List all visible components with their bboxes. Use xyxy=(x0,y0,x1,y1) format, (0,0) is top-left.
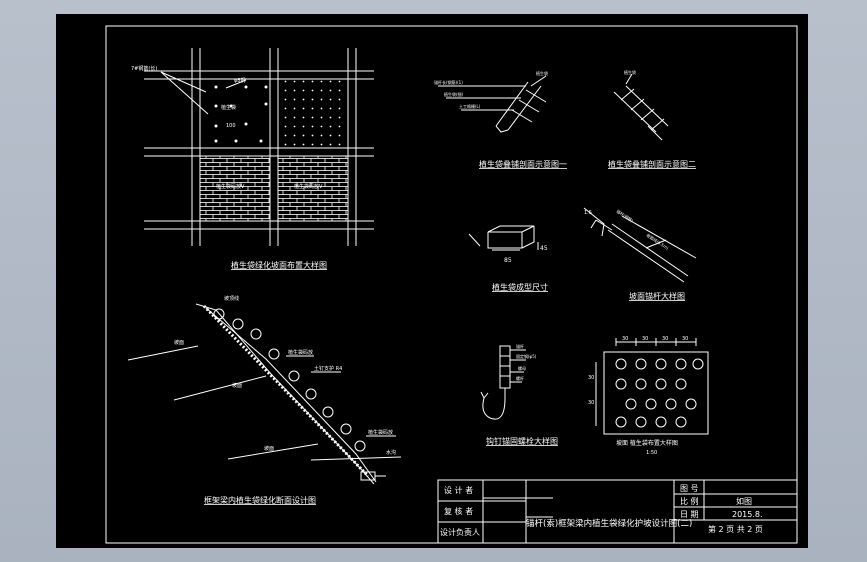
section-label-slope-2: 坡面 xyxy=(232,382,242,389)
grid-label-6: 植生袋码放V xyxy=(294,183,323,190)
layout-dim-6: 30 xyxy=(588,400,594,406)
section-label-bag-2: 植生袋码放 xyxy=(368,429,393,436)
bag-size xyxy=(468,225,539,251)
drawing-sheet: 7#钢筋(长) φ8钢 植生袋 100 植生袋码放V 植生袋码放V 植生袋绿化坡… xyxy=(56,14,808,548)
grid-label-1: 7#钢筋(长) xyxy=(131,65,157,72)
section-label-ditch: 水沟 xyxy=(386,449,396,456)
grid-label-5: 植生袋码放V xyxy=(216,183,245,190)
detail-2 xyxy=(613,73,669,141)
tb-field-2-value: 如图 xyxy=(736,496,752,506)
section-label-slope-1: 坡面 xyxy=(174,339,184,346)
section-view-title: 框架梁内植生袋绿化断面设计图 xyxy=(204,495,316,505)
tb-field-3-value: 2015.8. xyxy=(732,510,763,519)
layout-dim-3: 30 xyxy=(662,336,668,342)
section-view xyxy=(127,303,402,485)
bag-size-title: 植生袋成型尺寸 xyxy=(492,282,548,292)
detail-1-label-2: 植生袋(细) xyxy=(444,91,464,97)
anchor-label-1: 1.5 xyxy=(584,210,592,216)
hook-label-3: 螺母 xyxy=(518,365,526,371)
plant-layout xyxy=(595,338,709,435)
tb-field-3-label: 日 期 xyxy=(680,510,699,519)
section-plants xyxy=(213,308,366,452)
tb-lead-label: 设计负责人 xyxy=(440,527,480,537)
layout-dim-1: 30 xyxy=(622,336,628,342)
inner-frame xyxy=(105,25,798,544)
anchor-rod-title: 坡面锚杆大样图 xyxy=(629,291,685,301)
tb-main-title: 锚杆(索)框架梁内植生袋绿化护坡设计图(二) xyxy=(526,518,692,529)
anchor-rod xyxy=(583,207,697,283)
anchor-label-2: 锚杆(钢筋) xyxy=(615,208,635,224)
grid-plan-title: 植生袋绿化坡面布置大样图 xyxy=(231,260,327,270)
detail-2-label: 植生袋 xyxy=(624,69,636,75)
detail-2-title: 植生袋叠铺剖面示意图二 xyxy=(608,159,696,169)
section-label-bag-1: 植生袋码放 xyxy=(288,349,313,356)
bag-dim-1: 85 xyxy=(504,257,512,264)
layout-dim-5: 30 xyxy=(588,375,594,381)
hook-title: 钩钉锚固螺栓大样图 xyxy=(486,436,558,446)
detail-1-label-3: 土工格栅(L) xyxy=(459,103,481,109)
hook-label-1: 锚杆 xyxy=(516,343,524,349)
cad-drawing: 7#钢筋(长) φ8钢 植生袋 100 植生袋码放V 植生袋码放V 植生袋绿化坡… xyxy=(105,25,798,544)
section-label-nail: 土钉支护 R4 xyxy=(314,365,342,372)
section-label-slope-3: 坡面 xyxy=(264,445,274,452)
layout-dim-4: 30 xyxy=(682,336,688,342)
grid-label-4: 100 xyxy=(226,123,236,129)
detail-1-title: 植生袋叠铺剖面示意图一 xyxy=(479,159,567,169)
hook-label-4: 螺杆 xyxy=(516,375,524,381)
grid-label-3: 植生袋 xyxy=(221,104,236,111)
plant-layout-scale: 1:50 xyxy=(646,450,657,456)
grid-label-2: φ8钢 xyxy=(234,77,245,84)
detail-1 xyxy=(438,75,547,133)
layout-dim-2: 30 xyxy=(642,336,648,342)
tb-sheet-info: 第 2 页 共 2 页 xyxy=(708,524,763,534)
tb-designer-label: 设 计 者 xyxy=(444,485,473,495)
grid-plan xyxy=(144,48,374,246)
section-label-top: 坡顶线 xyxy=(224,295,239,302)
title-block xyxy=(437,479,798,544)
detail-1-label-1: 锚杆长(钢筋)(1) xyxy=(434,79,463,85)
tb-checker-label: 复 核 者 xyxy=(444,506,473,516)
tb-field-1-label: 图 号 xyxy=(680,484,699,493)
tb-field-2-label: 比 例 xyxy=(680,496,699,506)
hook-label-2: 固定钢(φ5) xyxy=(516,353,537,359)
detail-1-label-4: 植生袋 xyxy=(536,70,548,76)
bag-dim-2: 45 xyxy=(540,245,548,252)
plant-layout-title: 坡面 植生袋布置大样图 xyxy=(616,439,678,447)
hook-bolt xyxy=(480,345,526,420)
